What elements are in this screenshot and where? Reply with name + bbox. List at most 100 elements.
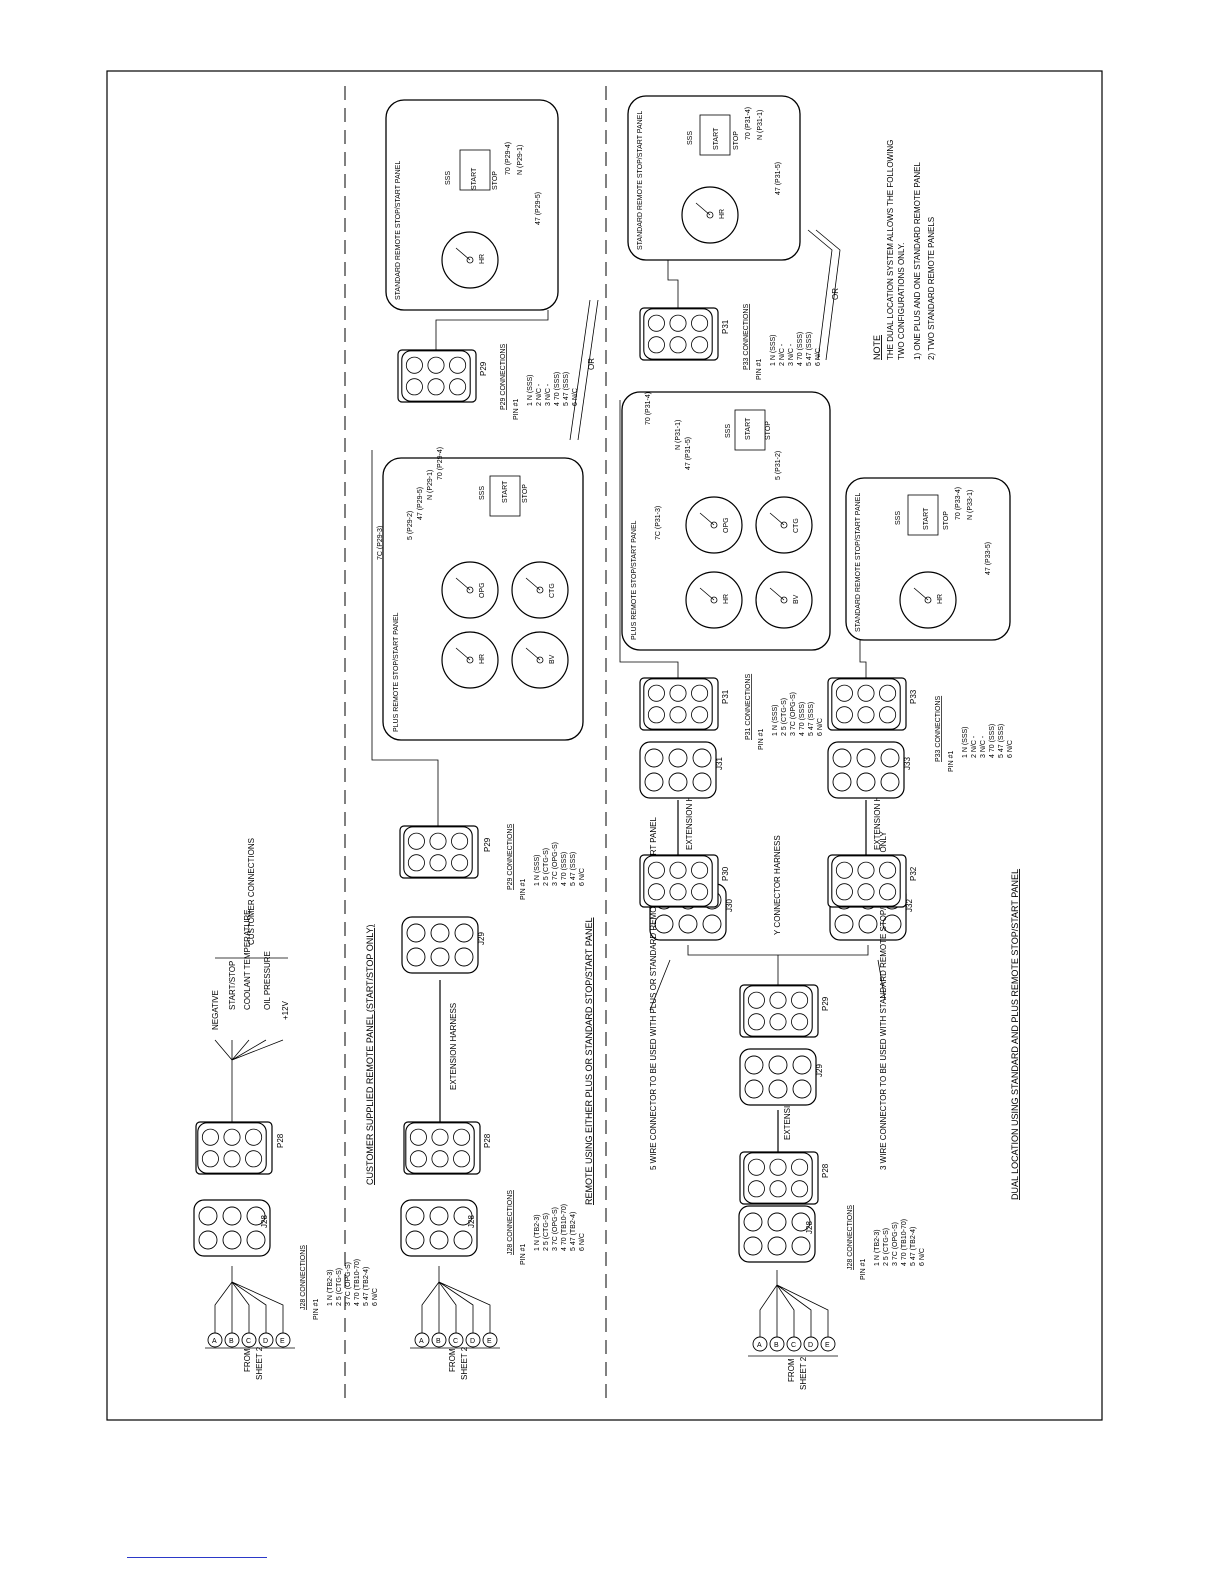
- connector-j28-a: J28: [193, 1199, 271, 1257]
- svg-text:J28 CONNECTIONS: J28 CONNECTIONS: [847, 1205, 854, 1270]
- svg-text:PIN #1: PIN #1: [520, 878, 527, 900]
- svg-text:PIN #1: PIN #1: [520, 1243, 527, 1265]
- svg-text:CUSTOMER CONNECTIONS: CUSTOMER CONNECTIONS: [247, 838, 256, 945]
- connector-j33: J33: [827, 741, 912, 799]
- table-row: 2 5 (CTG-S): [543, 848, 550, 886]
- connector-j29-b: J29: [401, 916, 486, 974]
- standard-panel-dual-p33: STANDARD REMOTE STOP/START PANEL HR SSS …: [845, 477, 1011, 641]
- svg-text:HR: HR: [719, 209, 726, 219]
- table-row: 1 N (SSS): [962, 726, 969, 758]
- svg-text:PIN #1: PIN #1: [513, 398, 520, 420]
- table-row: 6 N/C: [572, 388, 579, 406]
- svg-text:PIN #1: PIN #1: [756, 358, 763, 380]
- p33-connections-table: P33 CONNECTIONS PIN #1 1 N (SSS)2 N/C -3…: [935, 696, 1014, 772]
- terminal-b: B: [224, 1332, 240, 1348]
- svg-text:START: START: [745, 417, 752, 440]
- svg-text:STANDARD REMOTE STOP/START PAN: STANDARD REMOTE STOP/START PANEL: [855, 493, 862, 632]
- svg-text:P30: P30: [721, 866, 730, 881]
- section-title-customer: CUSTOMER SUPPLIED REMOTE PANEL (START/ST…: [365, 924, 375, 1185]
- svg-text:C: C: [246, 1338, 251, 1345]
- table-row: 2 N/C -: [536, 383, 543, 406]
- svg-text:+12V: +12V: [281, 1000, 290, 1020]
- svg-text:70 (P31-4): 70 (P31-4): [645, 392, 652, 425]
- svg-text:J28: J28: [260, 1215, 269, 1228]
- svg-text:STOP: STOP: [765, 421, 772, 440]
- sheet-border: [106, 70, 1103, 1421]
- svg-text:J28: J28: [805, 1221, 814, 1234]
- connector-p28-a: P28: [195, 1121, 285, 1175]
- svg-text:70 (P31-4): 70 (P31-4): [745, 107, 752, 140]
- svg-text:J32: J32: [905, 899, 914, 912]
- plus-panel-remote: PLUS REMOTE STOP/START PANEL HR OPG BV C…: [377, 447, 584, 741]
- svg-text:HR: HR: [479, 254, 486, 264]
- section-title-dual: DUAL LOCATION USING STANDARD AND PLUS RE…: [1010, 869, 1020, 1200]
- svg-text:D: D: [808, 1342, 813, 1349]
- table-row: 5 47 (TB2-4): [363, 1267, 370, 1306]
- table-row: 6 N/C: [372, 1288, 379, 1306]
- table-row: 6 N/C: [919, 1248, 926, 1266]
- j28-connections-table-a: J28 CONNECTIONS PIN #1 1 N (TB2-3)2 5 (C…: [300, 1245, 379, 1320]
- five-wire-note: 5 WIRE CONNECTOR TO BE USED WITH PLUS OR…: [649, 817, 658, 1170]
- svg-text:N (P29-1): N (P29-1): [427, 470, 434, 500]
- svg-text:C: C: [453, 1338, 458, 1345]
- connector-p32: P32: [827, 854, 918, 908]
- svg-text:N (P31-1): N (P31-1): [757, 110, 764, 140]
- svg-text:PIN #1: PIN #1: [860, 1258, 867, 1280]
- svg-text:BV: BV: [549, 654, 556, 664]
- svg-text:70 (P29-4): 70 (P29-4): [505, 142, 512, 175]
- three-wire-note: 3 WIRE CONNECTOR TO BE USED WITH STANDAR…: [879, 831, 888, 1170]
- table-row: 3 7C (OPG-S): [552, 842, 559, 886]
- table-row: 5 47 (SSS): [806, 332, 813, 366]
- connector-j30: J30: [649, 883, 734, 941]
- svg-text:START/STOP: START/STOP: [228, 961, 237, 1010]
- svg-text:J28: J28: [467, 1215, 476, 1228]
- svg-text:P28: P28: [276, 1133, 285, 1148]
- svg-text:J33: J33: [903, 757, 912, 770]
- svg-text:STOP: STOP: [522, 484, 529, 503]
- table-row: 5 47 (TB2-4): [910, 1227, 917, 1266]
- table-row: 3 7C (OPG-S): [552, 1207, 559, 1251]
- svg-text:7C (P29-3): 7C (P29-3): [377, 526, 384, 560]
- table-row: 4 70 (SSS): [797, 332, 804, 366]
- connector-p29-top: P29: [397, 349, 488, 403]
- svg-text:B: B: [229, 1338, 234, 1345]
- svg-text:HR: HR: [479, 654, 486, 664]
- svg-text:A: A: [757, 1342, 762, 1349]
- svg-text:N (P29-1): N (P29-1): [517, 145, 524, 175]
- svg-text:OIL PRESSURE: OIL PRESSURE: [263, 951, 272, 1010]
- svg-text:5 (P29-2): 5 (P29-2): [407, 511, 414, 540]
- table-row: 1 N (SSS): [534, 854, 541, 886]
- svg-text:NOTE: NOTE: [872, 335, 882, 360]
- from-sheet-2-b: FROM SHEET 2 A B C D E: [410, 1266, 500, 1380]
- svg-text:PLUS REMOTE STOP/START PANEL: PLUS REMOTE STOP/START PANEL: [631, 520, 638, 640]
- svg-text:CTG: CTG: [549, 583, 556, 598]
- table-row: 3 7C (OPG-S): [345, 1262, 352, 1306]
- svg-text:P29: P29: [479, 361, 488, 376]
- table-row: 1 N (SSS): [527, 374, 534, 406]
- svg-text:47 (P29-5): 47 (P29-5): [417, 487, 424, 520]
- connector-j32: J32: [829, 883, 914, 941]
- svg-text:NEGATIVE: NEGATIVE: [211, 990, 220, 1030]
- p31-connections-table: P31 CONNECTIONS PIN #1 1 N (SSS)2 5 (CTG…: [745, 674, 824, 750]
- table-row: 4 70 (SSS): [799, 702, 806, 736]
- svg-text:70 (P29-4): 70 (P29-4): [437, 447, 444, 480]
- svg-text:PIN #1: PIN #1: [758, 728, 765, 750]
- svg-text:SHEET 2: SHEET 2: [460, 1346, 469, 1380]
- connector-j31: J31: [639, 741, 724, 799]
- plus-panel-dual: PLUS REMOTE STOP/START PANEL HR OPG BV C…: [621, 391, 831, 651]
- or-arrow-remote: [569, 299, 599, 441]
- svg-text:OPG: OPG: [723, 517, 730, 533]
- svg-text:PLUS REMOTE STOP/START PANEL: PLUS REMOTE STOP/START PANEL: [393, 612, 400, 732]
- table-row: 3 N/C -: [545, 383, 552, 406]
- table-row: 5 47 (SSS): [563, 372, 570, 406]
- svg-text:2) TWO STANDARD REMOTE PANELS: 2) TWO STANDARD REMOTE PANELS: [927, 217, 936, 360]
- footer-link-underline[interactable]: [127, 1557, 267, 1558]
- j28-connections-table-c: J28 CONNECTIONS PIN #1 1 N (TB2-3)2 5 (C…: [847, 1205, 926, 1280]
- connector-p29-c: P29: [739, 984, 830, 1038]
- table-row: 4 70 (TB10-70): [354, 1259, 361, 1306]
- table-row: 4 70 (SSS): [554, 372, 561, 406]
- svg-text:70 (P33-4): 70 (P33-4): [955, 487, 962, 520]
- customer-signal-list: NEGATIVE START/STOP COOLANT TEMPERATURE …: [211, 838, 290, 1030]
- p29-connections-table: P29 CONNECTIONS PIN #1 1 N (SSS)2 5 (CTG…: [507, 824, 586, 900]
